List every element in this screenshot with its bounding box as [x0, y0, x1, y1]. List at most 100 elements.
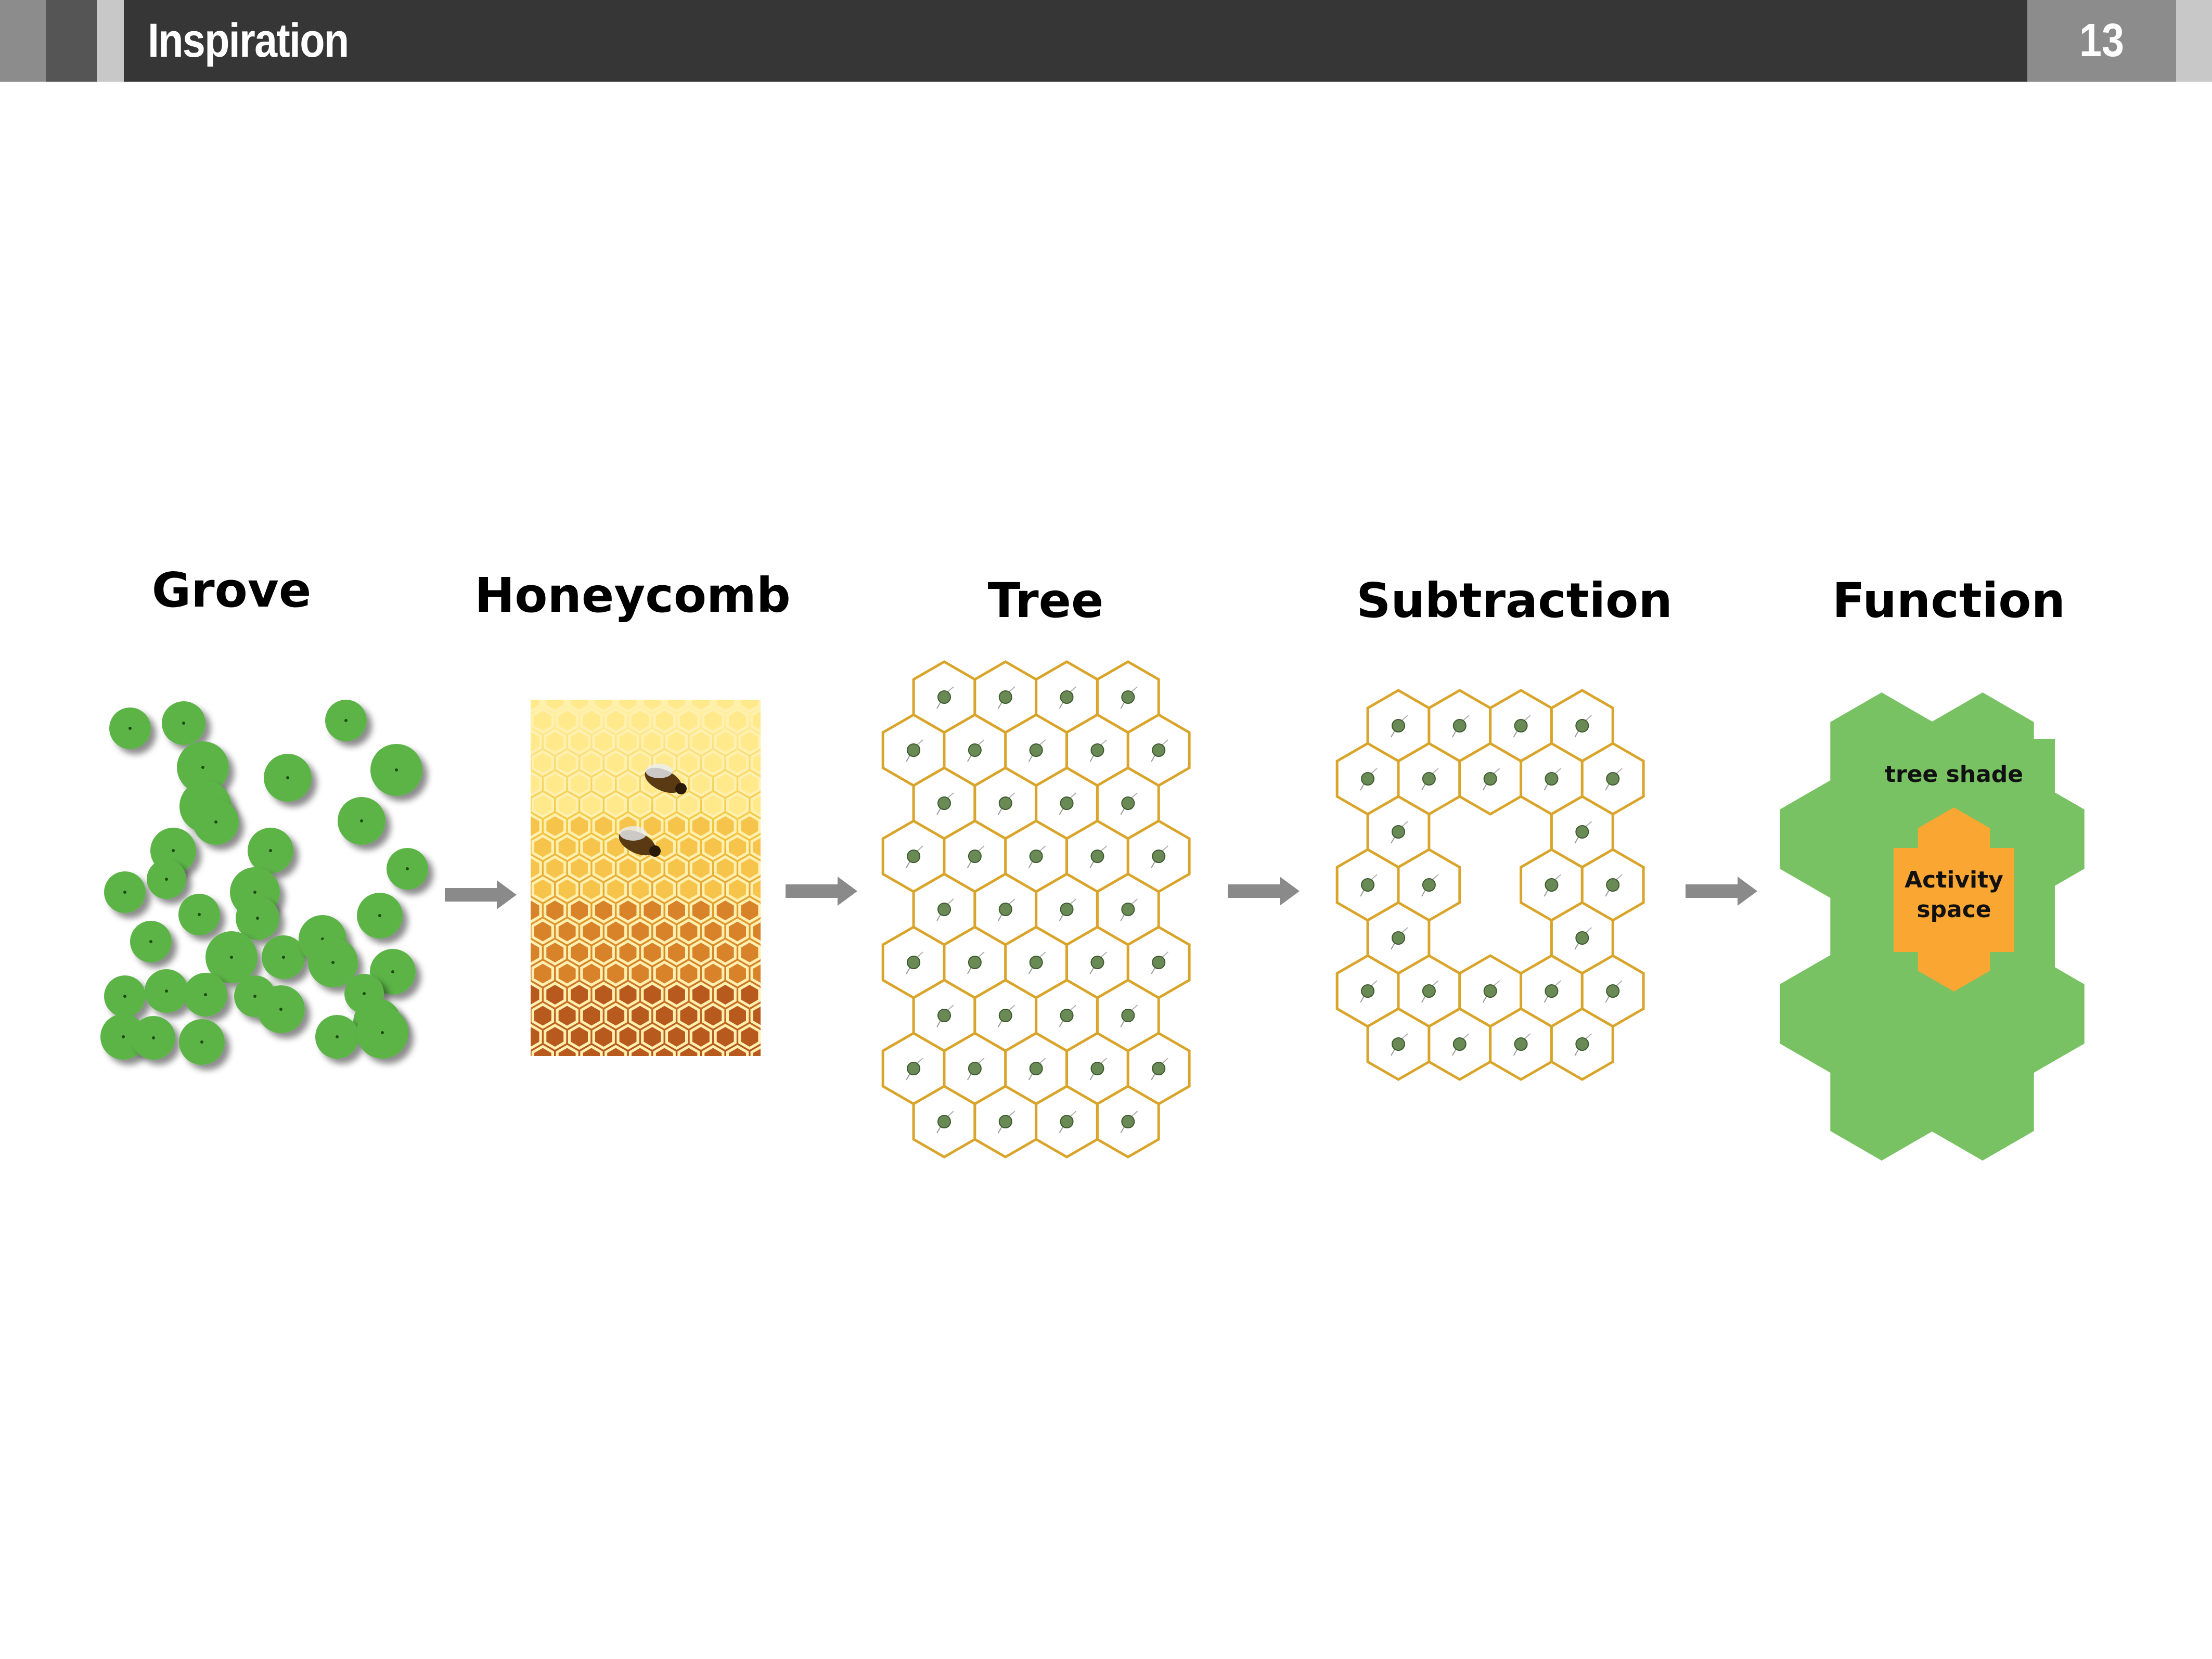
honeycomb-cell-wall — [738, 1066, 761, 1092]
honeycomb-cell — [644, 1069, 661, 1089]
tree-icon — [1121, 1009, 1135, 1022]
honeycomb-cell — [680, 1175, 698, 1194]
grove-tree-dot — [381, 1031, 384, 1034]
grove-tree-dot — [391, 970, 394, 973]
stage-title-tree: Tree — [987, 573, 1104, 628]
honeycomb-cell — [510, 1175, 527, 1194]
honeycomb-cell — [571, 732, 588, 752]
tree-icon — [937, 690, 951, 704]
honeycomb-cell-wall — [495, 1234, 518, 1261]
honeycomb-cell — [595, 1195, 612, 1215]
honeycomb-cell — [531, 700, 539, 710]
honeycomb-cell — [632, 795, 649, 815]
honeycomb-cell — [632, 1133, 649, 1152]
honeycomb-cell — [498, 1238, 515, 1257]
honeycomb-cell — [510, 1217, 527, 1237]
tree-icon — [1060, 1009, 1074, 1022]
honeycomb-cell — [668, 1069, 685, 1089]
honeycomb-cell — [607, 1006, 625, 1026]
honeycomb-cell — [522, 1153, 539, 1173]
tree-icon — [1029, 1062, 1043, 1075]
honeycomb-cell — [656, 1090, 673, 1110]
tree-icon — [1422, 984, 1436, 998]
slide-header: Inspiration 13 — [0, 0, 2212, 82]
honeycomb-cell — [607, 669, 624, 689]
honeycomb-cell — [704, 1090, 722, 1110]
honeycomb-cell — [571, 1153, 588, 1173]
tree-icon — [1121, 796, 1135, 810]
honeycomb-cell — [531, 901, 539, 920]
honeycomb-cell — [692, 1069, 710, 1089]
honeycomb-cell — [717, 1195, 734, 1215]
honeycomb-cell-wall — [495, 813, 518, 839]
honeycomb-cell — [498, 816, 515, 836]
honeycomb-cell — [729, 1090, 746, 1110]
honeycomb-cell — [644, 1027, 661, 1047]
honeycomb-cell — [668, 1111, 685, 1131]
honeycomb-cell — [531, 816, 539, 836]
honeycomb-cell — [571, 1238, 588, 1257]
tree-icon — [998, 903, 1012, 916]
honeycomb-cell-wall — [629, 666, 651, 692]
honeycomb-cell — [583, 1217, 600, 1237]
honeycomb-cell-wall — [690, 1192, 712, 1218]
honeycomb-cell — [534, 1259, 551, 1279]
honeycomb-cell — [619, 901, 637, 920]
honeycomb-cell — [632, 963, 649, 984]
honeycomb-cell-wall — [677, 1129, 700, 1155]
honeycomb-cell — [534, 1175, 551, 1194]
honeycomb-cell-wall — [726, 1172, 749, 1198]
honeycomb-cell-wall — [519, 1150, 542, 1176]
honeycomb-cell-wall — [507, 666, 530, 692]
honeycomb-cell-wall — [616, 1192, 639, 1218]
honeycomb-cell-wall — [726, 1256, 749, 1282]
honeycomb-cell — [620, 1238, 637, 1257]
honeycomb-cell — [607, 711, 625, 731]
honeycomb-cell — [741, 1069, 758, 1089]
honeycomb-cell-wall — [568, 1234, 590, 1261]
tree-icon — [968, 850, 982, 863]
honeycomb-cell — [704, 753, 722, 773]
tree-icon — [1575, 931, 1589, 945]
honeycomb-cell — [607, 1175, 624, 1194]
honeycomb-cell — [680, 1217, 698, 1237]
honeycomb-cell-wall — [519, 1234, 542, 1261]
honeycomb-cell-wall — [507, 792, 530, 818]
honeycomb-cell — [716, 816, 734, 836]
grove-tree-dot — [282, 956, 285, 959]
honeycomb-cell — [559, 669, 576, 689]
honeycomb-cell-wall — [690, 1234, 712, 1261]
honeycomb-cell — [704, 669, 722, 689]
honeycomb-cell — [632, 753, 649, 773]
stage-title-subtraction: Subtraction — [1356, 573, 1673, 628]
honeycomb-cell-wall — [568, 1108, 590, 1134]
honeycomb-cell — [729, 669, 746, 689]
honeycomb-cell-wall — [507, 1172, 530, 1198]
tree-icon — [1029, 956, 1043, 969]
honeycomb-cell — [716, 943, 734, 962]
honeycomb-cell-wall — [702, 1214, 724, 1240]
honeycomb-cell-wall — [507, 1087, 530, 1113]
honeycomb-cell — [741, 700, 758, 710]
honeycomb-cell-wall — [641, 1066, 663, 1092]
honeycomb-cell-wall — [507, 1045, 530, 1071]
honeycomb-cell — [741, 1027, 758, 1047]
activity-space-fill — [1894, 848, 2014, 952]
honeycomb-cell — [534, 711, 551, 731]
honeycomb-cell — [753, 1090, 770, 1110]
honeycomb-cell — [729, 963, 746, 984]
honeycomb-cell-wall — [665, 1192, 688, 1218]
honeycomb-cell — [546, 816, 564, 836]
honeycomb-cell-wall — [507, 708, 530, 734]
honeycomb-cell — [655, 711, 673, 731]
honeycomb-cell — [644, 700, 661, 710]
honeycomb-cell — [558, 879, 576, 899]
arrow-head — [838, 877, 857, 906]
honeycomb-cell-wall — [641, 1234, 663, 1261]
grove-tree-dot — [406, 867, 409, 870]
honeycomb-cell-wall — [507, 1214, 530, 1240]
honeycomb-cell-wall — [677, 1256, 700, 1282]
honeycomb-cell-wall — [665, 1150, 688, 1176]
grove-tree-dot — [253, 891, 256, 894]
